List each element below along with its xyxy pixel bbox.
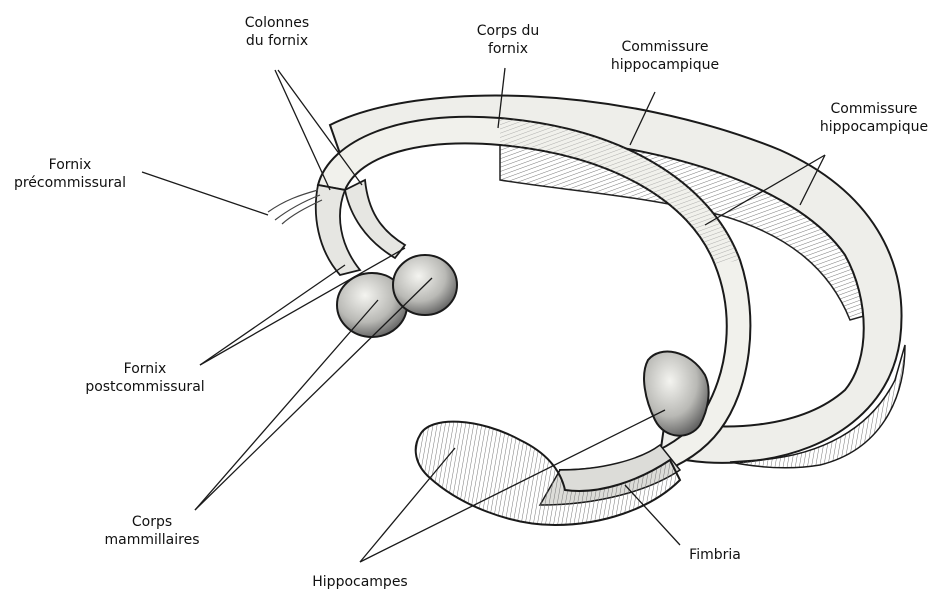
precommissural-fibres [268, 190, 322, 224]
hippocampus-upper [644, 352, 709, 436]
label-commissure-hippocampique-1: Commissure hippocampique [595, 38, 735, 74]
label-corps-mammillaires: Corps mammillaires [92, 513, 212, 549]
label-commissure-hippocampique-2: Commissure hippocampique [805, 100, 943, 136]
label-fornix-postcommissural: Fornix postcommissural [70, 360, 220, 396]
label-fimbria: Fimbria [670, 546, 760, 564]
label-fornix-precommissural: Fornix précommissural [0, 156, 140, 192]
fornix-column-right [345, 180, 405, 258]
label-corps-du-fornix: Corps du fornix [463, 22, 553, 58]
label-colonnes-du-fornix: Colonnes du fornix [218, 14, 336, 50]
label-hippocampes: Hippocampes [295, 573, 425, 591]
